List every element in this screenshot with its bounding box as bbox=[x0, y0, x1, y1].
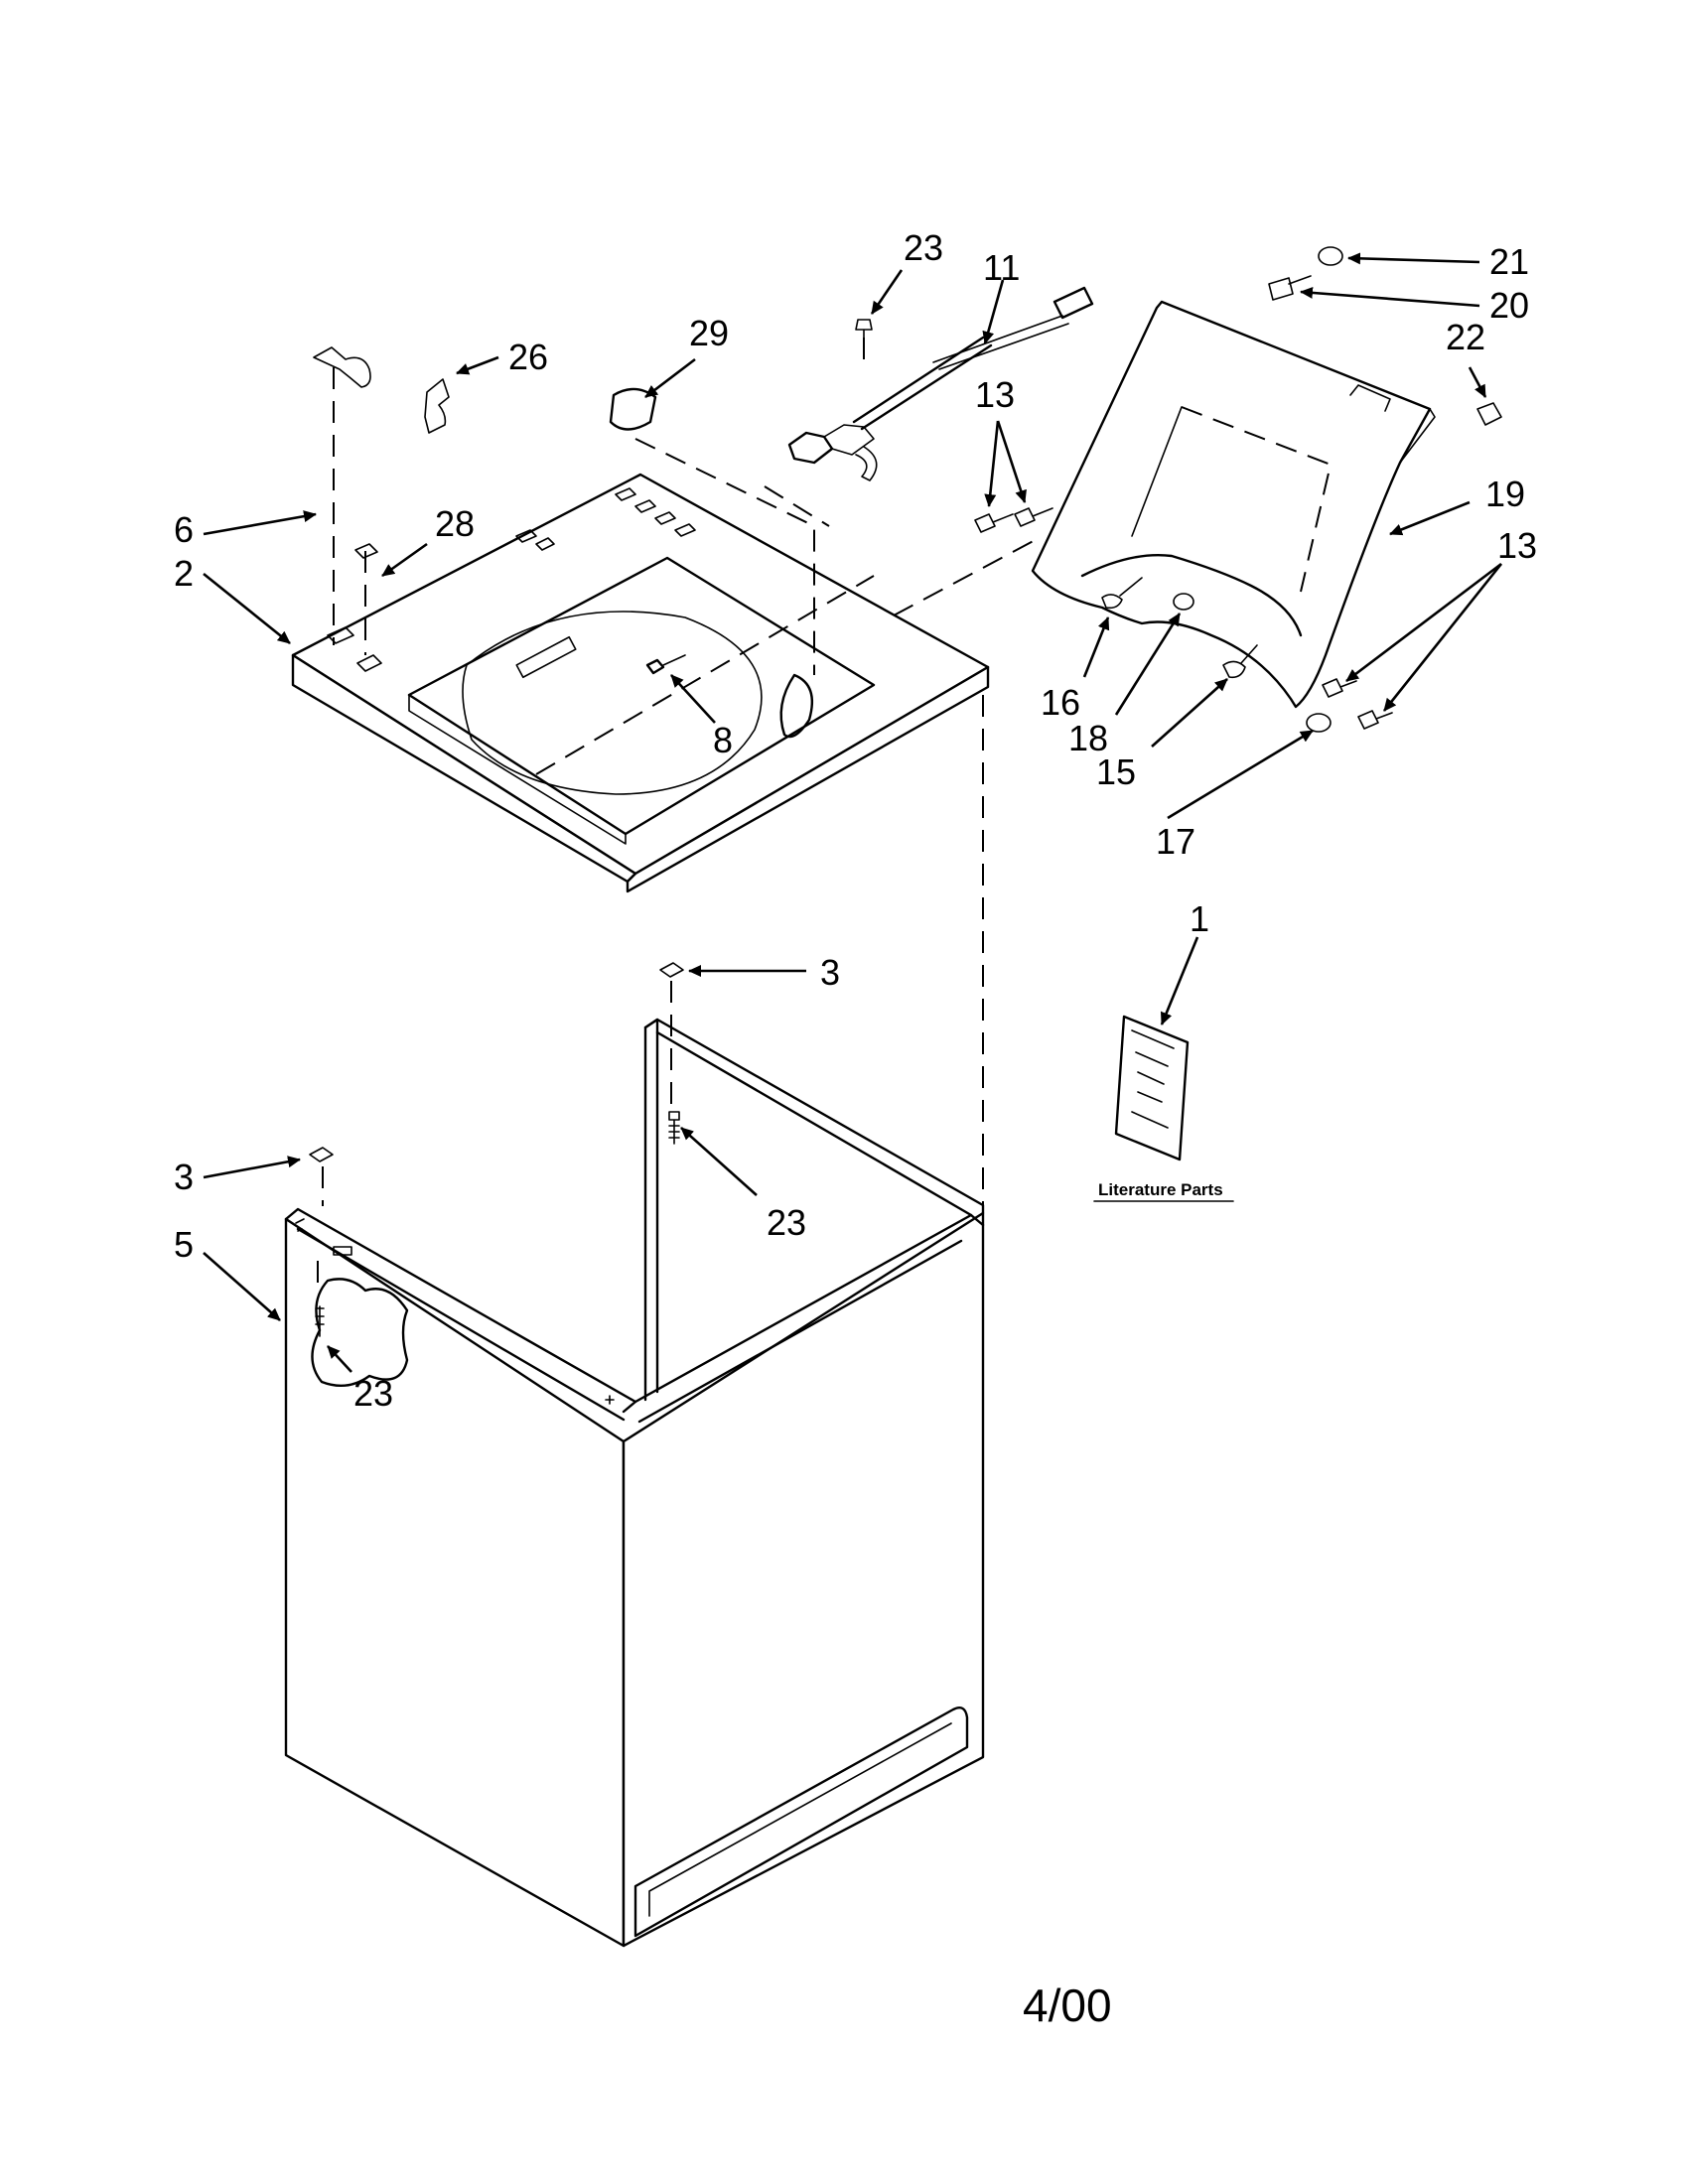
part-13-screws-lower bbox=[1322, 678, 1393, 730]
label-part-5: 5 bbox=[174, 1224, 194, 1265]
leader-arrows bbox=[203, 252, 1503, 1373]
part-23-screw-cabinet bbox=[668, 1111, 680, 1145]
part-16-clip bbox=[1101, 577, 1143, 610]
label-part-17: 17 bbox=[1156, 821, 1195, 862]
part-3-clip-lower bbox=[309, 1147, 334, 1162]
label-part-28: 28 bbox=[435, 503, 475, 544]
label-part-15: 15 bbox=[1096, 751, 1136, 792]
label-part-11: 11 bbox=[983, 247, 1020, 288]
part-29-cap bbox=[609, 387, 657, 431]
part-17-nut bbox=[1306, 713, 1332, 733]
part-3-clip-upper bbox=[659, 962, 684, 978]
label-part-6: 6 bbox=[174, 509, 194, 550]
part-22-button bbox=[1476, 402, 1502, 426]
literature-parts-label: Literature Parts bbox=[1098, 1180, 1223, 1199]
part-13-screws-upper bbox=[974, 507, 1053, 533]
part-11-harness bbox=[787, 286, 1094, 481]
part-1-literature bbox=[1093, 1015, 1234, 1202]
label-part-2: 2 bbox=[174, 553, 194, 594]
label-part-1: 1 bbox=[1190, 898, 1209, 939]
label-part-23-side: 23 bbox=[353, 1373, 393, 1414]
part-21-knob bbox=[1318, 246, 1343, 266]
washer-top bbox=[291, 473, 990, 893]
label-part-13-upper: 13 bbox=[975, 374, 1015, 415]
label-part-23-top: 23 bbox=[904, 227, 943, 268]
label-part-13-lower: 13 bbox=[1497, 525, 1537, 566]
label-part-21: 21 bbox=[1489, 241, 1529, 282]
label-part-20: 20 bbox=[1489, 285, 1529, 326]
label-part-23-cabinet: 23 bbox=[767, 1202, 806, 1243]
part-20-shaft bbox=[1268, 275, 1312, 301]
part-18-cylinder bbox=[1173, 593, 1194, 611]
label-part-26: 26 bbox=[508, 337, 548, 377]
part-6-clip bbox=[313, 346, 371, 388]
part-15-clip bbox=[1222, 644, 1258, 679]
label-part-22: 22 bbox=[1446, 317, 1485, 357]
assembly-line-console bbox=[893, 535, 1044, 616]
part-8-screw bbox=[645, 654, 686, 675]
label-part-19: 19 bbox=[1485, 474, 1525, 514]
label-part-16: 16 bbox=[1041, 682, 1080, 723]
part-19-console bbox=[1031, 300, 1436, 709]
label-part-3-lower: 3 bbox=[174, 1157, 194, 1197]
assembly-line-wire bbox=[764, 485, 830, 527]
cabinet bbox=[284, 1018, 985, 1948]
part-26-clip bbox=[424, 378, 450, 434]
part-28-clip bbox=[354, 543, 378, 559]
label-part-29: 29 bbox=[689, 313, 729, 353]
date-code: 4/00 bbox=[1023, 1979, 1112, 2031]
label-part-3-upper: 3 bbox=[820, 952, 840, 993]
label-part-8: 8 bbox=[713, 720, 733, 760]
part-23-screw-top bbox=[855, 319, 873, 341]
label-part-18: 18 bbox=[1068, 718, 1108, 758]
